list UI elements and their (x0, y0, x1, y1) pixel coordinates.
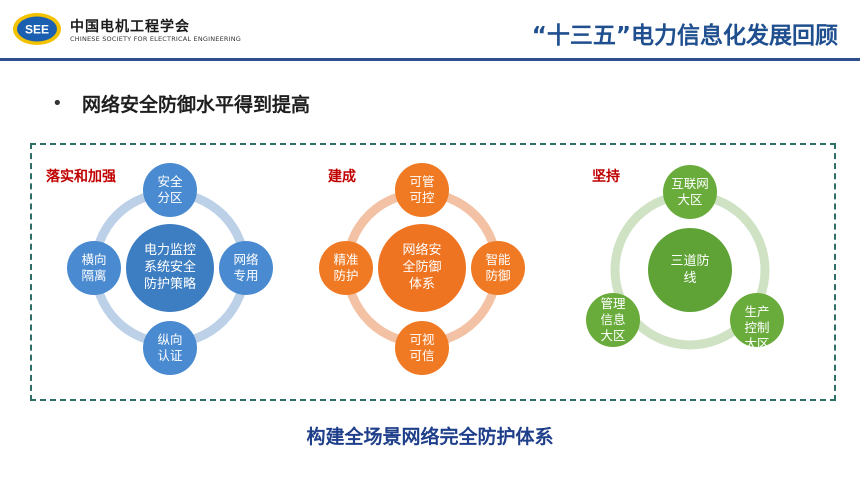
node-label: 管理信息大区 (600, 296, 626, 343)
ring-diagram (586, 165, 784, 350)
center-circle (648, 228, 732, 312)
panel-persist: 坚持 三道防线 互联网大区 生产控制大区 管理信息大区 (560, 150, 830, 395)
node-circle (219, 241, 273, 295)
panel-build: 建成 网络安全防御体系 可管可控 智能防御 可视可信 精准防护 (300, 150, 570, 395)
ring-diagram (319, 163, 525, 375)
ring-diagram (67, 163, 273, 375)
node-label: 精准防护 (333, 252, 359, 283)
node-label: 智能防御 (485, 252, 511, 283)
center-label: 网络安全防御体系 (402, 243, 442, 292)
panel-title: 坚持 (592, 169, 620, 185)
org-name-en: CHINESE SOCIETY FOR ELECTRICAL ENGINEERI… (70, 35, 242, 43)
panel-title: 建成 (328, 169, 356, 185)
center-label: 电力监控系统安全防护策略 (143, 243, 196, 292)
node-label: 横向隔离 (81, 252, 107, 283)
slide-header: SEE 中国电机工程学会 CHINESE SOCIETY FOR ELECTRI… (0, 0, 860, 58)
node-circle (586, 293, 640, 347)
header-divider (0, 58, 860, 61)
org-name-cn: 中国电机工程学会 (70, 19, 190, 35)
node-circle (67, 241, 121, 295)
node-label: 互联网大区 (671, 176, 709, 207)
node-circle (395, 163, 449, 217)
center-circle (126, 224, 214, 312)
panel-strengthen: 落实和加强 电力监控系统安全防护策略 安全分区 网络专用 纵向认证 横向隔离 (40, 150, 310, 395)
node-circle (395, 321, 449, 375)
node-circle (143, 321, 197, 375)
footer-caption: 构建全场景网络完全防护体系 (306, 426, 554, 448)
node-label: 安全分区 (157, 174, 183, 205)
node-label: 网络专用 (233, 252, 259, 283)
node-label: 生产控制大区 (744, 304, 770, 351)
panel-title: 落实和加强 (46, 169, 116, 185)
center-label: 三道防线 (670, 254, 710, 286)
node-circle (319, 241, 373, 295)
node-label: 纵向认证 (157, 332, 183, 363)
diagram-frame (30, 143, 836, 401)
bullet-heading: 网络安全防御水平得到提高 (82, 94, 311, 116)
node-circle (143, 163, 197, 217)
node-circle (663, 165, 717, 219)
see-logo-icon: SEE (13, 13, 61, 45)
node-label: 可管可控 (409, 174, 435, 205)
node-label: 可视可信 (409, 332, 435, 363)
page-title: “十三五”电力信息化发展回顾 (531, 23, 838, 49)
center-circle (378, 224, 466, 312)
node-circle (730, 293, 784, 347)
logo-text: SEE (25, 23, 49, 37)
node-circle (471, 241, 525, 295)
bullet-marker: • (52, 93, 63, 114)
